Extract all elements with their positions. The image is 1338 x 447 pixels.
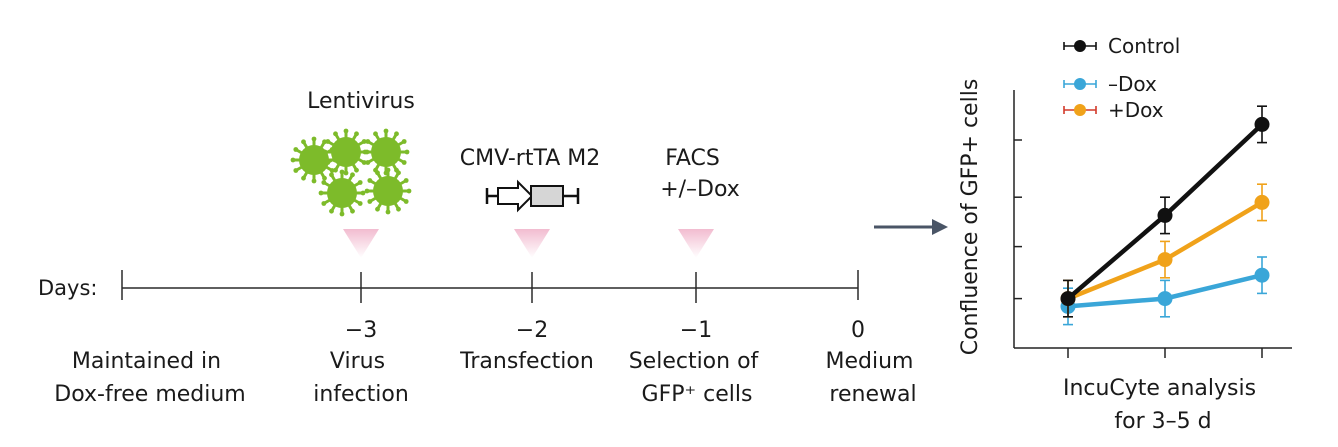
- lentivirus-label: Lentivirus: [307, 89, 415, 114]
- step-marker-triangle: [343, 229, 379, 258]
- step-description: Maintained in Dox-free medium: [54, 349, 245, 407]
- step-marker-triangle: [678, 229, 714, 258]
- data-point: [1157, 207, 1173, 223]
- gene-box-icon: [530, 185, 564, 207]
- legend-marker: [1074, 78, 1086, 90]
- data-point: [1254, 194, 1270, 210]
- legend-marker: [1074, 104, 1086, 116]
- legend-item: –Dox: [1063, 72, 1157, 96]
- virus-particle-icon: [318, 169, 366, 217]
- legend-item: Control: [1063, 34, 1180, 58]
- day-number: −2: [516, 318, 548, 343]
- legend-marker: [1074, 40, 1086, 52]
- chart-ylabel: Confluence of GFP+ cells: [958, 79, 983, 356]
- days-label: Days:: [38, 276, 97, 300]
- virus-particle-icon: [322, 128, 370, 176]
- day-number: −3: [345, 318, 377, 343]
- confluence-chart: Confluence of GFP+ cells Control –Dox+Dox…: [958, 34, 1292, 434]
- step-description: Medium renewal: [826, 349, 921, 407]
- facs-label: FACS +/–Dox: [660, 146, 740, 202]
- legend-label: Control: [1108, 34, 1180, 58]
- plasmid-label: CMV-rtTA M2: [460, 146, 600, 171]
- step-description: Transfection: [459, 349, 594, 374]
- day-number: 0: [851, 318, 865, 343]
- step-description: Virus infection: [313, 349, 409, 407]
- timeline: Days: −3 −2 −1 0 Maintained in Dox-free …: [38, 89, 948, 407]
- chart-xlabel: IncuCyte analysis for 3–5 d: [1063, 376, 1263, 434]
- promoter-arrow-icon: [497, 179, 534, 213]
- series-0: [1060, 105, 1270, 318]
- data-point: [1254, 267, 1270, 283]
- arrow-to-chart-icon: [874, 219, 948, 235]
- data-point: [1060, 291, 1076, 307]
- virus-particle-icon: [362, 128, 410, 176]
- day-number: −1: [680, 318, 712, 343]
- data-point: [1157, 252, 1173, 268]
- legend-item: +Dox: [1063, 98, 1164, 122]
- plasmid-construct-icon: [485, 179, 580, 213]
- step-description: Selection of GFP⁺ cells: [629, 349, 766, 407]
- lentivirus-particles-icon: [290, 128, 412, 217]
- virus-particle-icon: [364, 167, 412, 215]
- legend-label: –Dox: [1108, 72, 1157, 96]
- legend-label: +Dox: [1108, 98, 1164, 122]
- data-point: [1157, 291, 1173, 307]
- step-marker-triangle: [514, 229, 550, 258]
- data-point: [1254, 116, 1270, 132]
